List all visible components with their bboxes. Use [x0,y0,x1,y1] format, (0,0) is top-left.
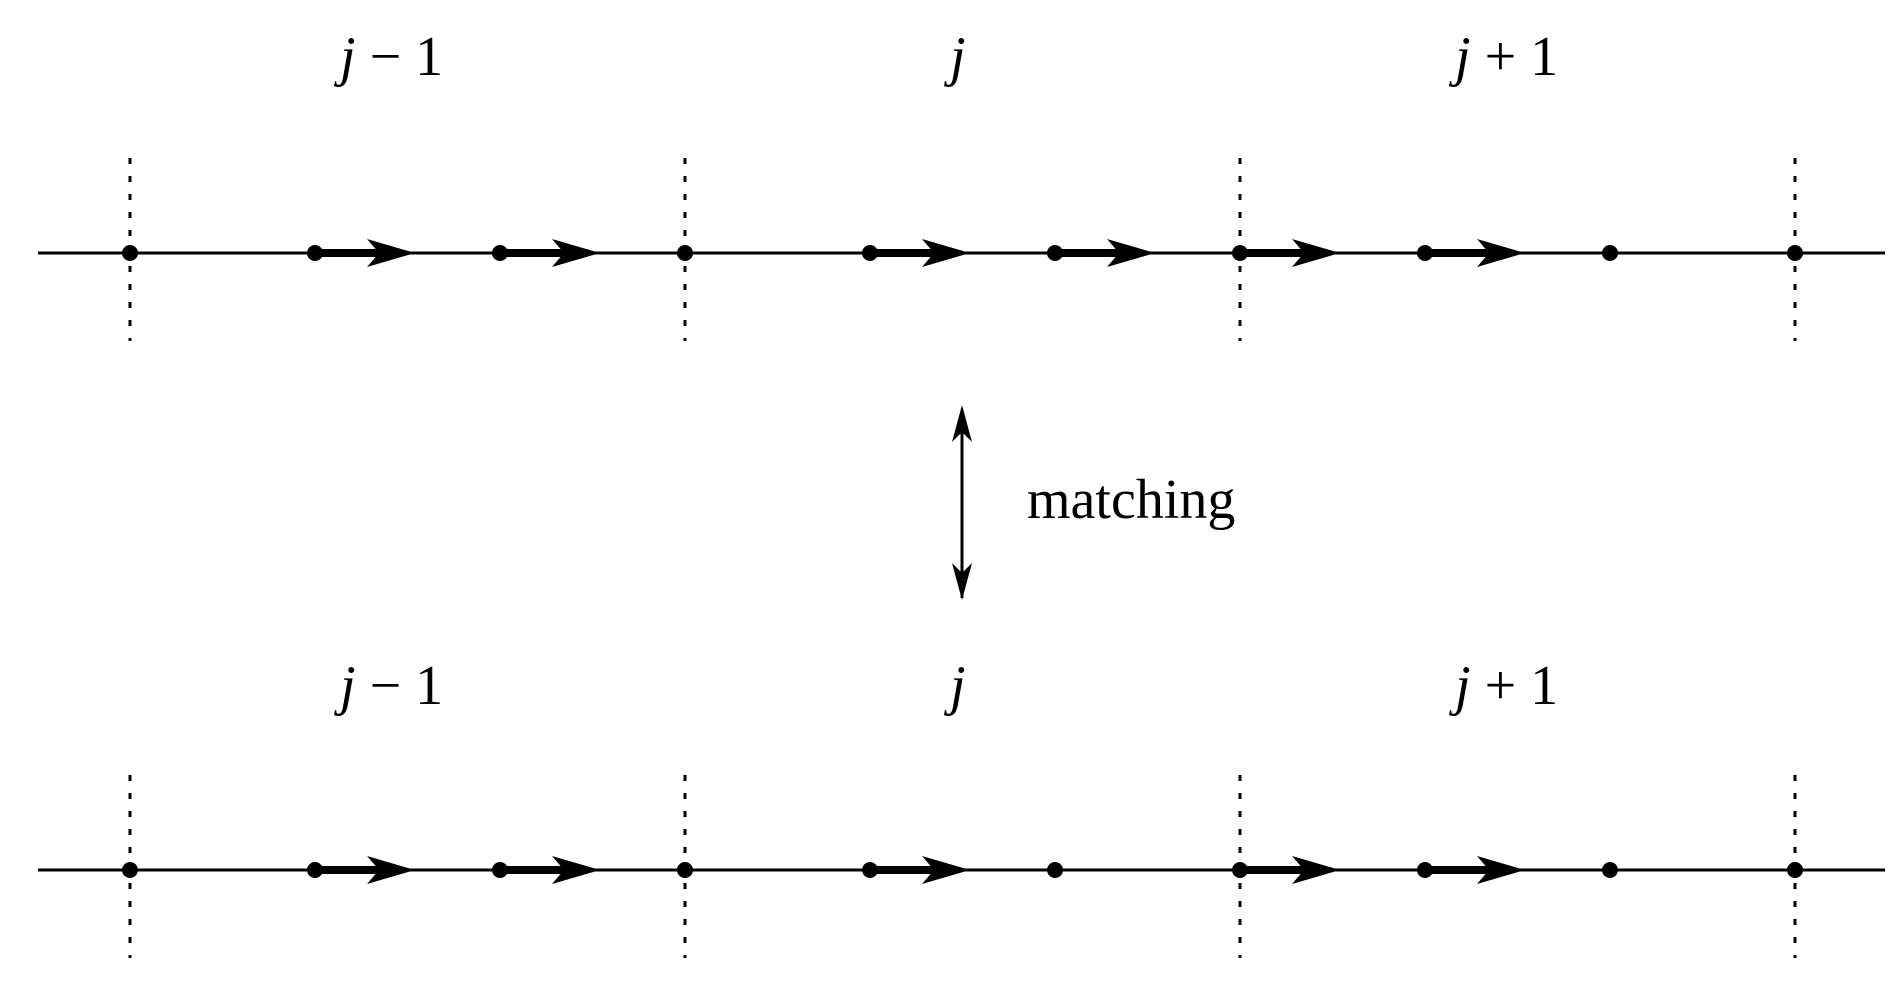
bottom-label-j: j [944,655,966,717]
site-dot [307,245,323,261]
matching-label: matching [1027,469,1235,531]
spin-arrow-head [367,239,415,267]
bottom-label-jplus1: j + 1 [1449,655,1558,717]
top-label-j: j [944,26,966,88]
site-dot [492,245,508,261]
top-label-jplus1: j + 1 [1449,26,1558,88]
boundary-dot [122,862,138,878]
matching-double-arrow [952,405,972,600]
top-chain [38,158,1885,341]
boundary-dot [1787,245,1803,261]
top-label-jminus1: j − 1 [334,26,443,88]
spin-arrow-head [922,856,970,884]
site-dot [862,862,878,878]
site-dot [1047,245,1063,261]
spin-arrow-head [1292,239,1340,267]
site-dot [307,862,323,878]
spin-arrow-head [1292,856,1340,884]
spin-arrow-head [1477,239,1525,267]
boundary-dot [122,245,138,261]
site-dot [1602,245,1618,261]
site-dot [862,245,878,261]
spin-arrow-head [922,239,970,267]
site-dot [492,862,508,878]
boundary-dot [677,245,693,261]
boundary-dot [1232,862,1248,878]
spin-arrow-head [367,856,415,884]
bottom-label-jminus1: j − 1 [334,655,443,717]
boundary-dot [1787,862,1803,878]
site-dot [1602,862,1618,878]
spin-arrow-head [1477,856,1525,884]
spin-arrow-head [552,239,600,267]
boundary-dot [677,862,693,878]
spin-arrow-head [552,856,600,884]
site-dot [1047,862,1063,878]
bottom-chain [38,775,1885,958]
site-dot [1417,245,1433,261]
boundary-dot [1232,245,1248,261]
site-dot [1417,862,1433,878]
spin-arrow-head [1107,239,1155,267]
